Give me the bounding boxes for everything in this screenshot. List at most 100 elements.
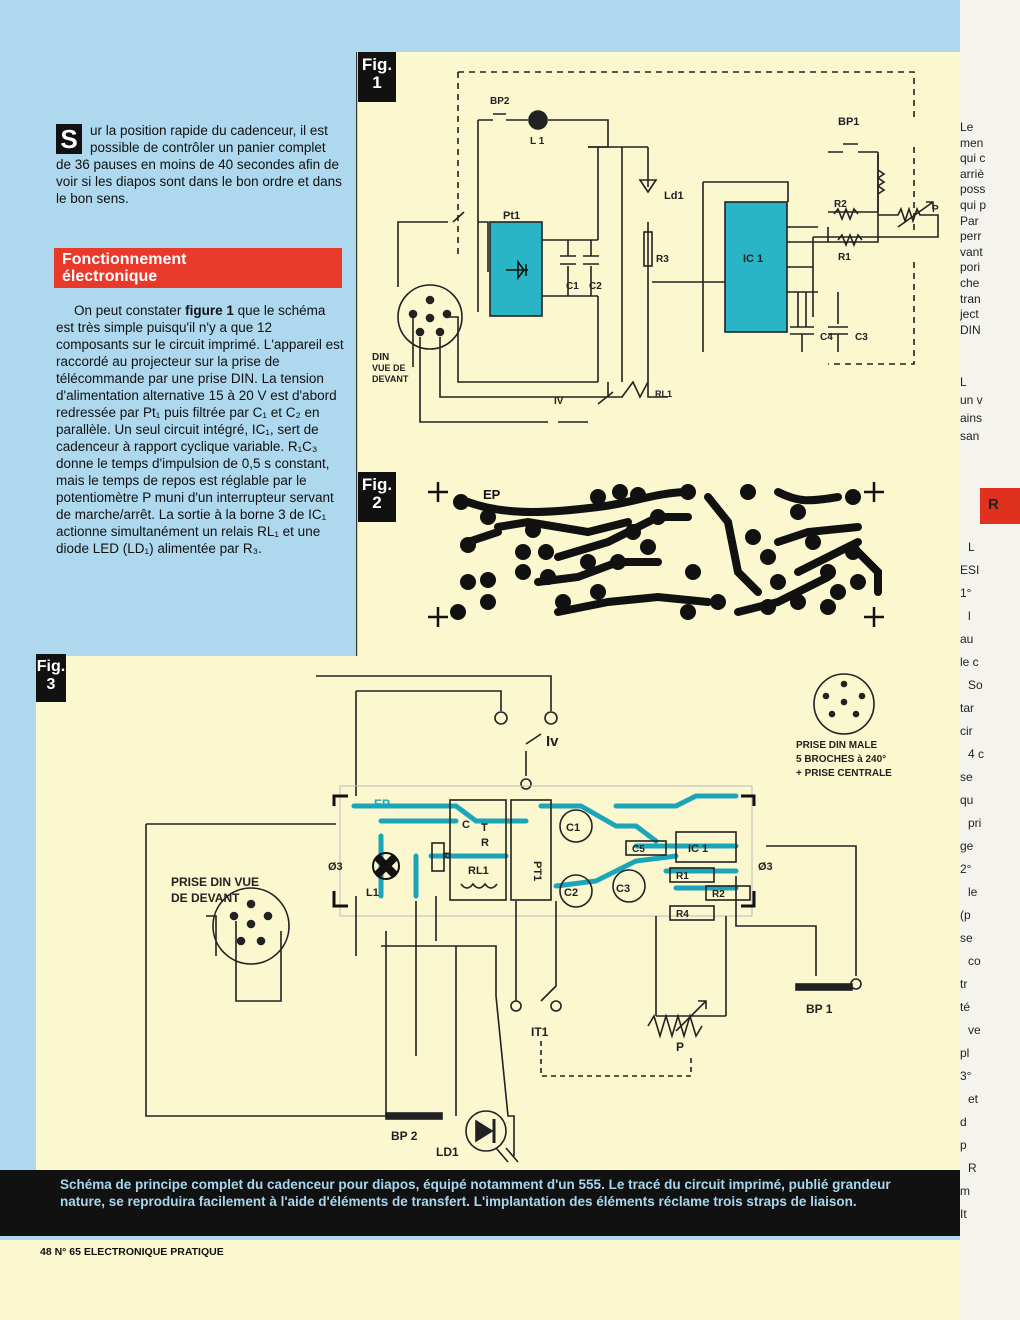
right-page-heading-box: R [980,488,1020,524]
fig3-label-de-devant: DE DEVANT [171,891,240,905]
fig3-label-ic1: IC 1 [688,843,708,855]
fig1-label-pt1: Pt1 [503,210,520,222]
fig3-label-prise-male: PRISE DIN MALE [796,740,877,751]
figure-2-tag: Fig. 2 [358,472,396,522]
right-page-line: té [960,1000,971,1014]
right-page-line: ve [968,1023,981,1037]
right-page-line: se [960,770,973,784]
right-page-line: ESI [960,563,980,577]
right-page-line: It [960,1207,967,1221]
right-page-heading: R [988,496,999,513]
fig1-label-bp1: BP1 [838,116,859,128]
caption-text: Schéma de principe complet du cadenceur … [60,1177,891,1209]
fig3-label-prise-din-vue: PRISE DIN VUE [171,875,259,889]
fig1-label-c2: C2 [589,281,602,292]
right-page-line: Par [960,213,979,228]
fig3-label-t: T [481,822,488,834]
right-page-line: cir [960,724,973,738]
figure-3-area: Iv PRISE DIN MALE 5 BROCHES à 240° + PRI… [36,656,960,1170]
right-page-line: qu [960,793,974,807]
fig3-label-it1: IT1 [531,1025,549,1039]
right-page-line: 3° [960,1069,972,1083]
fig1-label-r2: R2 [834,199,847,210]
figure-1-tag: Fig. 1 [358,52,396,102]
right-page-line: che [960,276,980,290]
right-page-line: qui c [960,151,986,166]
fig3-label-c3: C3 [616,883,630,895]
right-page-line: pri [968,816,982,830]
right-page-line: tr [960,977,968,991]
fig1-label-devant: DEVANT [372,374,409,384]
fig3-label-prise-centrale: + PRISE CENTRALE [796,768,892,779]
fig1-label-vue-de: VUE DE [372,363,406,373]
figure-caption: Schéma de principe complet du cadenceur … [0,1170,960,1236]
right-page-line: san [960,429,980,443]
figure-3-tag-text: Fig. 3 [36,658,66,693]
fig1-label-c4: C4 [820,332,833,343]
right-page-line: se [960,931,973,945]
fig1-label-p: P [932,204,939,215]
right-page-line: qui p [960,198,987,212]
fig1-label-r3: R3 [656,254,669,265]
intro-text: ur la position rapide du cadenceur, il e… [56,123,342,206]
right-page-line: L [960,375,967,389]
right-page-line: vant [960,244,983,259]
right-page-line: L [968,540,975,554]
right-page-line: Le [960,120,974,134]
right-page-line: poss [960,182,986,197]
fig3-label-r: R [481,837,489,849]
right-page-line: R [968,1161,977,1175]
fig3-label-hole-left: Ø3 [328,861,343,873]
fig3-label-c: C [462,819,470,831]
right-page-line: d [960,1115,967,1129]
fig1-label-l1: L 1 [530,136,545,147]
fig3-label-5-broches: 5 BROCHES à 240° [796,754,886,765]
right-page-line: le c [960,655,979,669]
right-page-line: pl [960,1046,970,1060]
fig1-label-ic1: IC 1 [743,253,763,265]
right-page-line: 1° [960,586,972,600]
lamp-icon [528,110,548,130]
figure-2-pcb-tracks: EP [428,482,884,627]
right-page-line: au [960,632,974,646]
right-page-line: So [968,678,983,692]
section-heading-line1: Fonctionnement [62,251,187,268]
fig1-label-c3: C3 [855,332,868,343]
fig1-label-bp2: BP2 [490,96,510,107]
right-page-line: men [960,135,984,150]
right-page-line: tar [960,701,975,715]
fig3-label-r4: R4 [676,909,689,920]
fig3-label-p: P [676,1040,684,1054]
body-text-post: que le schéma est très simple puisqu'il … [56,303,344,556]
fig3-label-c1: C1 [566,822,580,834]
fig1-label-din: DIN [372,352,389,363]
fig3-label-ep: EP [374,797,390,811]
fig2-label-ep: EP [483,487,501,502]
fig3-label-r2: R2 [712,889,725,900]
right-page-line: l [968,609,971,623]
right-page-line: tran [960,291,981,306]
right-page-line: m [960,1184,970,1198]
fig3-label-bp2: BP 2 [391,1129,418,1143]
right-page-line: 4 c [968,747,985,761]
figure-1-schematic: Pt1 C1 C2 Ld1 R3 IC 1 BP1 R2 P R1 C4 [372,71,939,423]
figure-1-area: Pt1 C1 C2 Ld1 R3 IC 1 BP1 R2 P R1 C4 [358,52,960,462]
body-text-pre: On peut constater [74,303,186,318]
figure-3-implantation: Iv PRISE DIN MALE 5 BROCHES à 240° + PRI… [145,673,892,1163]
fig3-label-c2: C2 [564,887,578,899]
right-page-line: 2° [960,862,972,876]
fig3-label-c5: C5 [632,844,645,855]
fig1-label-ld1: Ld1 [664,190,684,202]
right-page-line: pori [960,260,981,275]
fig3-label-ld1: LD1 [436,1145,459,1159]
right-page-line: co [968,954,981,968]
fig3-label-bp1: BP 1 [806,1002,833,1016]
section-heading-line2: électronique [62,268,158,285]
section-heading: Fonctionnement électronique [54,248,342,288]
fig3-label-iv: Iv [546,733,559,750]
right-page-line: DIN [960,322,981,337]
